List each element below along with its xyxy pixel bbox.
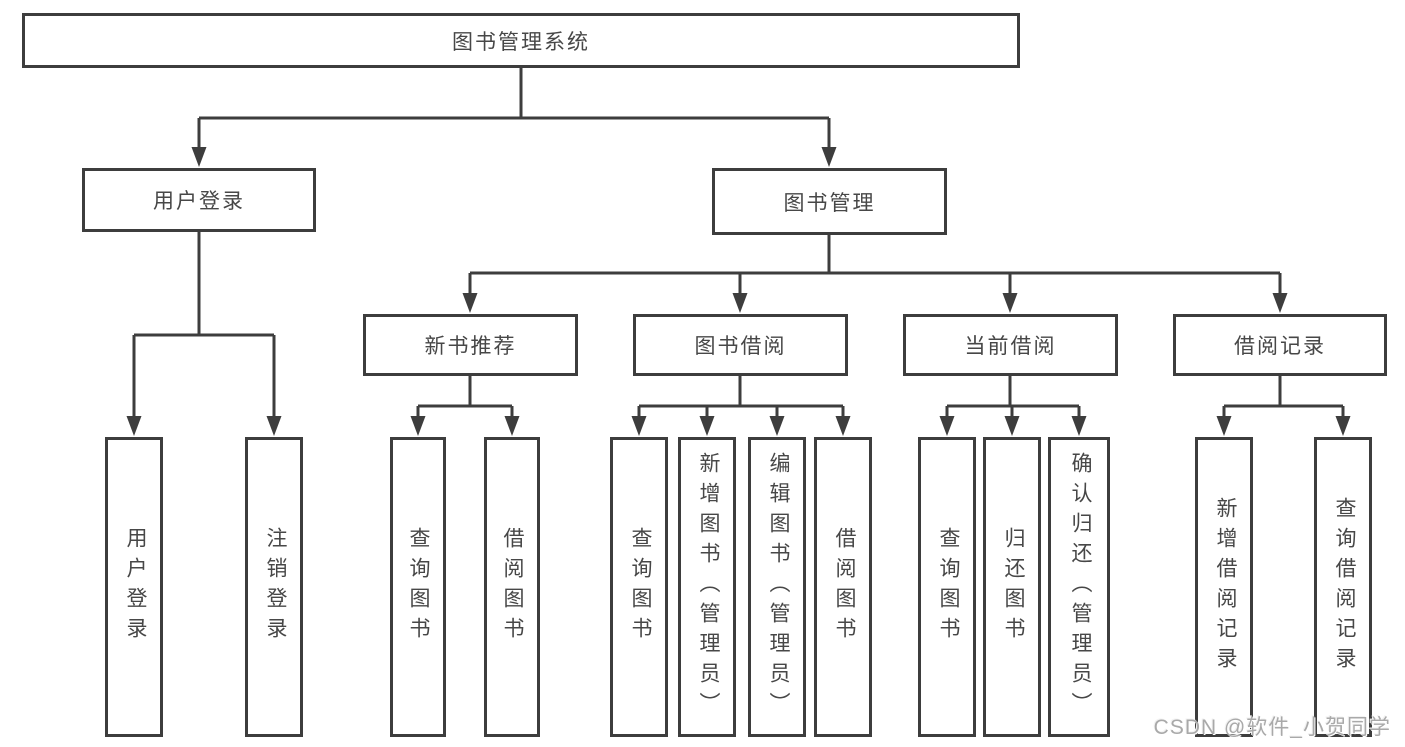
leaf-borrow-add-books-admin: 新增图书（管理员） [678, 437, 736, 737]
connector-user-login-children [126, 232, 282, 436]
leaf-current-query-books: 查询图书 [918, 437, 976, 737]
leaf-newbook-borrow-books: 借阅图书 [484, 437, 540, 737]
leaf-record-add-borrow-record: 新增借阅记录 [1195, 437, 1253, 737]
connector-current-borrow-children [939, 376, 1087, 436]
csdn-watermark: CSDN @软件_小贺同学 [1153, 716, 1391, 739]
node-borrow-record: 借阅记录 [1173, 314, 1387, 376]
connector-root-to-level2 [191, 68, 837, 167]
node-new-book-recommend-label: 新书推荐 [424, 335, 517, 358]
leaf-user-login: 用户登录 [105, 437, 163, 737]
leaf-record-query-borrow-record: 查询借阅记录 [1314, 437, 1372, 737]
leaf-current-confirm-return-admin: 确认归还（管理员） [1048, 437, 1110, 737]
node-root-system: 图书管理系统 [22, 13, 1020, 68]
leaf-logout: 注销登录 [245, 437, 303, 737]
node-current-borrow: 当前借阅 [903, 314, 1118, 376]
node-book-borrow: 图书借阅 [633, 314, 848, 376]
leaf-newbook-query-books: 查询图书 [390, 437, 446, 737]
leaf-current-return-books: 归还图书 [983, 437, 1041, 737]
connector-borrow-record-children [1216, 376, 1351, 436]
node-borrow-record-label: 借阅记录 [1234, 335, 1326, 358]
node-book-management: 图书管理 [712, 168, 947, 235]
node-current-borrow-label: 当前借阅 [964, 335, 1057, 358]
node-new-book-recommend: 新书推荐 [363, 314, 578, 376]
leaf-borrow-query-books: 查询图书 [610, 437, 668, 737]
node-user-login: 用户登录 [82, 168, 316, 232]
connector-new-book-children [410, 376, 520, 436]
node-book-borrow-label: 图书借阅 [694, 335, 787, 358]
leaf-borrow-edit-books-admin: 编辑图书（管理员） [748, 437, 806, 737]
node-user-login-label: 用户登录 [153, 190, 245, 213]
leaf-borrow-borrow-books: 借阅图书 [814, 437, 872, 737]
node-root-system-label: 图书管理系统 [452, 30, 590, 54]
connector-book-borrow-children [631, 376, 851, 436]
connector-book-mgmt-to-level3 [462, 235, 1288, 313]
node-book-management-label: 图书管理 [783, 191, 876, 215]
